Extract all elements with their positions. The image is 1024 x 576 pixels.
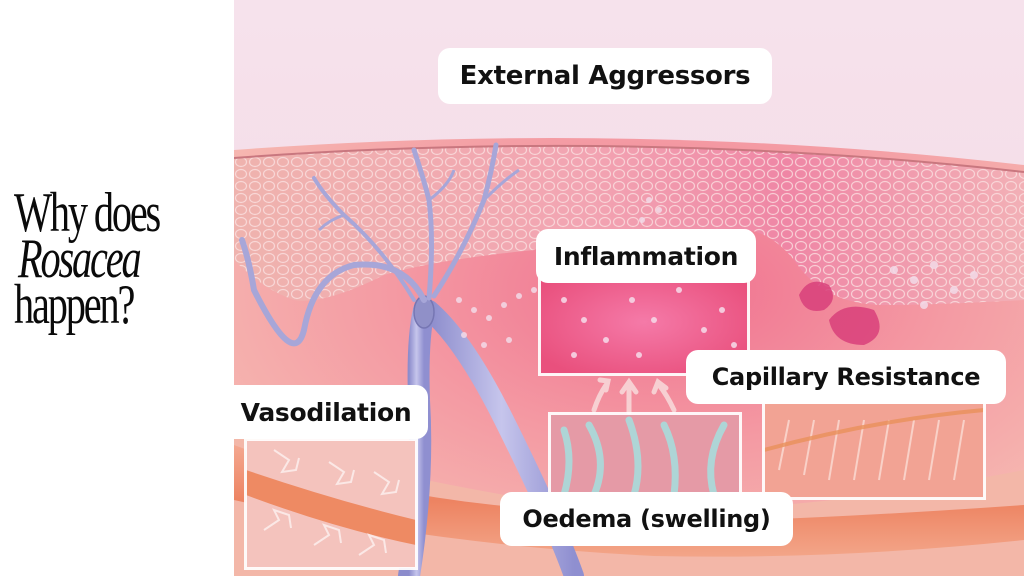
label-oedema: Oedema (swelling) bbox=[500, 492, 793, 546]
label-external-aggressors: External Aggressors bbox=[438, 48, 772, 104]
label-inflammation: Inflammation bbox=[536, 229, 756, 283]
capillary-resistance-text: Capillary Resistance bbox=[711, 363, 981, 391]
capillary-frame bbox=[762, 400, 986, 500]
title-panel: Why does Rosacea happen? bbox=[0, 0, 234, 576]
vasodilation-frame bbox=[244, 438, 418, 570]
vasodilation-text: Vasodilation bbox=[240, 397, 412, 427]
inward-arrows-icon bbox=[263, 449, 400, 556]
title-line-3: happen? bbox=[14, 274, 135, 336]
upward-arrows-icon bbox=[591, 377, 677, 415]
page-title: Why does Rosacea happen? bbox=[14, 182, 224, 336]
oedema-frame bbox=[548, 412, 742, 498]
label-vasodilation: Vasodilation bbox=[224, 385, 428, 439]
label-capillary-resistance: Capillary Resistance bbox=[686, 350, 1006, 404]
skin-illustration bbox=[234, 0, 1024, 576]
skin-cross-section-icon bbox=[234, 0, 1024, 576]
inflammation-text: Inflammation bbox=[553, 241, 739, 271]
title-line-1: Why does bbox=[14, 182, 161, 244]
external-aggressors-text: External Aggressors bbox=[459, 61, 751, 91]
oedema-text: Oedema (swelling) bbox=[522, 505, 771, 533]
title-line-2: Rosacea bbox=[18, 228, 142, 290]
